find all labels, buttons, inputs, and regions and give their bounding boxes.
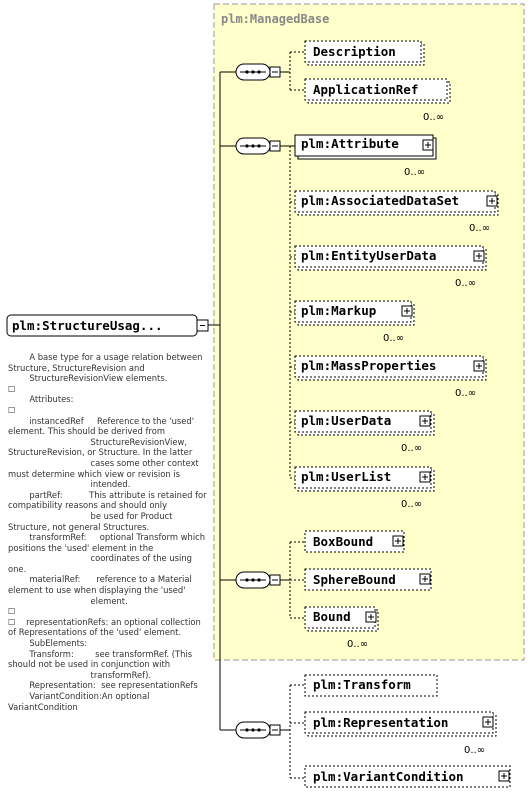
element-label: plm:UserData xyxy=(301,413,391,428)
element-label: plm:Representation xyxy=(313,715,448,730)
element-label: SphereBound xyxy=(313,572,396,587)
occurrence-label: 0..∞ xyxy=(383,333,404,344)
element-application-ref[interactable]: ApplicationRef 0..∞ xyxy=(304,78,451,123)
doc-paragraph: transformRef: optional Transform which p… xyxy=(8,532,206,574)
occurrence-label: 0..∞ xyxy=(404,167,425,178)
occurrence-label: 0..∞ xyxy=(401,443,422,454)
sequence-compositor[interactable] xyxy=(235,571,281,589)
doc-paragraph: ☐ instancedRef Reference to the 'used' e… xyxy=(8,404,199,490)
occurrence-label: 0..∞ xyxy=(455,388,476,399)
element-markup[interactable]: plm:Markup 0..∞ xyxy=(294,300,415,344)
root-element[interactable]: plm:StructureUsag... xyxy=(6,314,209,337)
connector-lines xyxy=(208,51,305,779)
element-variant-condition[interactable]: plm:VariantCondition xyxy=(304,765,511,788)
element-user-data[interactable]: plm:UserData 0..∞ xyxy=(294,410,435,454)
element-label: plm:MassProperties xyxy=(301,358,436,373)
element-bound[interactable]: Bound 0..∞ xyxy=(304,606,379,650)
doc-paragraph: SubElements: xyxy=(8,638,88,649)
element-attribute[interactable]: plm:Attribute 0..∞ xyxy=(294,134,437,178)
element-label: ApplicationRef xyxy=(313,82,418,97)
occurrence-label: 0..∞ xyxy=(347,639,368,650)
doc-paragraph: partRef: This attribute is retained for … xyxy=(8,489,207,532)
element-associated-data-set[interactable]: plm:AssociatedDataSet 0..∞ xyxy=(294,190,499,234)
element-label: plm:Markup xyxy=(301,303,376,318)
element-label: plm:Transform xyxy=(313,677,411,692)
occurrence-label: 0..∞ xyxy=(455,278,476,289)
element-representation[interactable]: plm:Representation 0..∞ xyxy=(304,711,497,756)
sequence-compositor[interactable] xyxy=(235,137,281,155)
doc-paragraph: Transform: see transformRef. (This shoul… xyxy=(8,648,198,712)
occurrence-label: 0..∞ xyxy=(469,223,490,234)
element-label: Description xyxy=(313,44,396,59)
sequence-compositor[interactable] xyxy=(235,721,281,739)
occurrence-label: 0..∞ xyxy=(423,112,444,123)
element-label: plm:EntityUserData xyxy=(301,248,436,263)
element-description[interactable]: Description xyxy=(304,40,425,66)
element-label: plm:VariantCondition xyxy=(313,769,464,784)
element-label: BoxBound xyxy=(313,534,373,549)
element-sphere-bound[interactable]: SphereBound xyxy=(304,568,432,591)
documentation-text: A base type for a usage relation between… xyxy=(8,352,208,712)
sequence-compositor[interactable] xyxy=(235,63,281,81)
element-transform[interactable]: plm:Transform xyxy=(304,674,438,697)
element-user-list[interactable]: plm:UserList 0..∞ xyxy=(294,466,435,510)
doc-paragraph: A base type for a usage relation between… xyxy=(8,352,203,384)
occurrence-label: 0..∞ xyxy=(464,745,485,756)
root-label: plm:StructureUsag... xyxy=(12,318,163,333)
group-title: plm:ManagedBase xyxy=(221,12,329,26)
element-entity-user-data[interactable]: plm:EntityUserData 0..∞ xyxy=(294,245,487,289)
element-label: plm:UserList xyxy=(301,469,391,484)
element-label: plm:AssociatedDataSet xyxy=(301,193,459,208)
doc-paragraph: ☐ ☐ representationRefs: an optional coll… xyxy=(8,606,201,638)
element-label: plm:Attribute xyxy=(301,136,399,151)
occurrence-label: 0..∞ xyxy=(401,499,422,510)
element-mass-properties[interactable]: plm:MassProperties 0..∞ xyxy=(294,355,487,399)
doc-paragraph: ☐ Attributes: xyxy=(8,383,74,405)
element-box-bound[interactable]: BoxBound xyxy=(304,530,405,553)
element-label: Bound xyxy=(313,609,351,624)
doc-paragraph: materialRef: reference to a Material ele… xyxy=(8,574,192,606)
